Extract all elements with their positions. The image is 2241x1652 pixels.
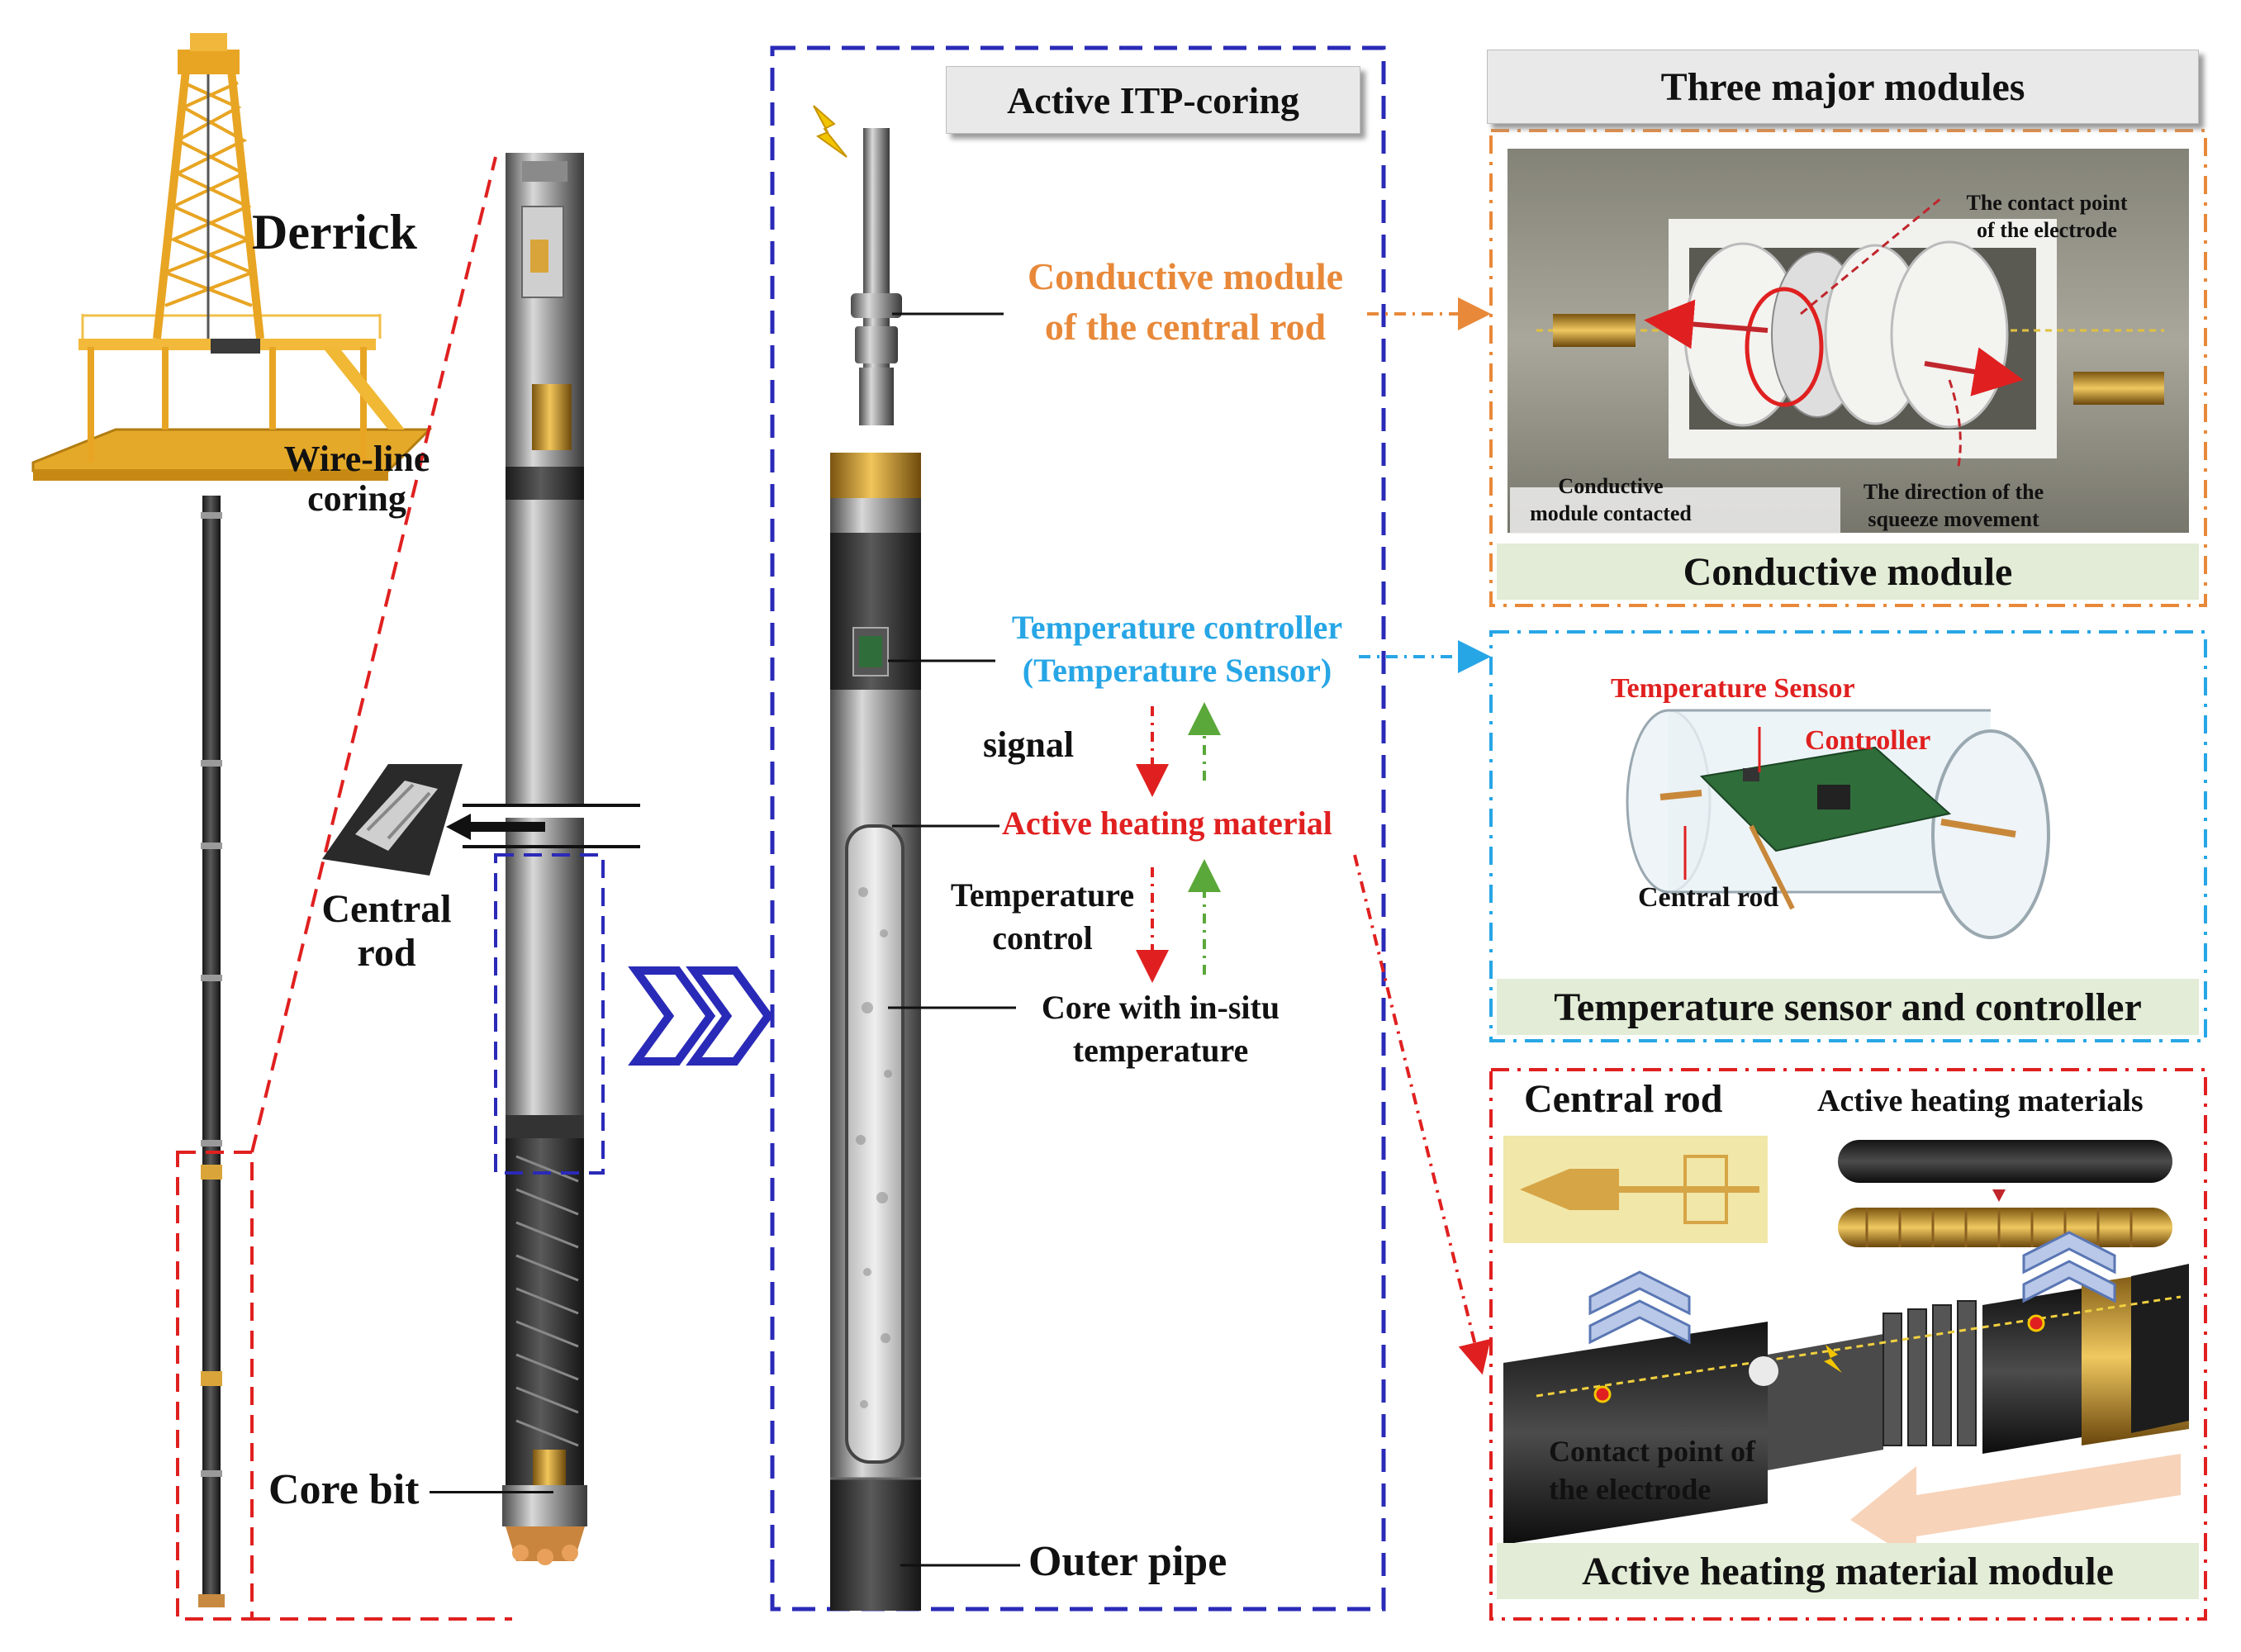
central-rod-label-line-1: Central: [321, 887, 452, 931]
zoomed-coring-tool: [502, 153, 587, 1565]
conductive-contacted-label-line-2: module contacted: [1530, 501, 1692, 525]
connector-heating: [1353, 854, 1491, 1375]
outer-pipe-label: Outer pipe: [1028, 1538, 1227, 1585]
central-rod-label: Central rod: [321, 887, 452, 976]
heating-module-caption: Active heating material module: [1497, 1543, 2199, 1599]
conductive-contacted-label-line-1: Conductive: [1558, 474, 1664, 498]
controller-label: Controller: [1805, 725, 1931, 756]
conductive-module-label: Conductive module of the central rod: [1027, 255, 1344, 348]
conductive-module-caption: Conductive module: [1497, 544, 2199, 600]
signal-label: signal: [983, 724, 1075, 765]
contact-point-label-line-1: The contact point: [1966, 191, 2128, 215]
temperature-controller-label-line-2: (Temperature Sensor): [1022, 652, 1332, 689]
squeeze-direction-label: The direction of the squeeze movement: [1863, 480, 2044, 531]
central-rod-inset: [322, 764, 463, 876]
chevron-right-icon: [628, 966, 774, 1066]
active-itp-title: Active ITP-coring: [946, 66, 1360, 134]
signal-arrows: [1136, 702, 1221, 983]
squeeze-direction-label-line-2: squeeze movement: [1868, 506, 2039, 531]
active-heating-materials-label: Active heating materials: [1817, 1084, 2144, 1118]
squeeze-direction-label-line-1: The direction of the: [1863, 480, 2044, 504]
core-label-line-1: Core with in-situ: [1041, 989, 1280, 1026]
sensor-controller-caption: Temperature sensor and controller: [1497, 979, 2199, 1035]
core-bit-leader: [430, 1491, 553, 1493]
conductive-contacted-label: Conductive module contacted: [1530, 474, 1692, 525]
temperature-control-label-line-2: control: [992, 919, 1093, 957]
contact-point-label-line-2: of the electrode: [1977, 217, 2117, 242]
heating-panel-frame: [1489, 1068, 2207, 1621]
active-heating-material-label: Active heating material: [1002, 805, 1332, 842]
derrick-illustration: [31, 33, 433, 481]
derrick-label: Derrick: [252, 205, 417, 259]
conductive-module-image: [1507, 149, 2189, 534]
wireline-label: Wire-line coring: [284, 439, 430, 520]
core-label-line-2: temperature: [1072, 1032, 1249, 1069]
conductive-module-label-line-1: Conductive module: [1027, 255, 1344, 297]
sensor-panel-frame: [1489, 630, 2207, 1042]
temperature-sensor-label: Temperature Sensor: [1611, 673, 1855, 704]
temperature-controller-label: Temperature controller (Temperature Sens…: [1012, 610, 1342, 689]
zoom-box-tool: [494, 853, 605, 1175]
conductive-panel-frame: [1489, 129, 2207, 607]
active-itp-panel-frame: [770, 45, 1386, 1612]
core-bit-label: Core bit: [268, 1466, 420, 1513]
drill-string: [198, 496, 225, 1607]
temperature-control-label-line-1: Temperature: [950, 876, 1135, 914]
wireline-label-line-1: Wire-line: [283, 439, 430, 479]
temperature-control-label: Temperature control: [951, 877, 1134, 957]
electrode-contact-label-line-1: Contact point of: [1549, 1435, 1755, 1468]
callout-lines: [888, 312, 1020, 1567]
electrode-contact-label: Contact point of the electrode: [1549, 1435, 1755, 1506]
itp-tool-detail: [813, 105, 921, 1611]
conductive-module-label-line-2: of the central rod: [1044, 305, 1327, 348]
sensor-module-image: [1626, 709, 2050, 939]
sensor-central-rod-label: Central rod: [1638, 882, 1779, 913]
pointer-arrow: [446, 804, 640, 848]
wireline-label-line-2: coring: [307, 478, 406, 520]
temperature-controller-label-line-1: Temperature controller: [1011, 609, 1343, 646]
core-label: Core with in-situ temperature: [1042, 990, 1280, 1069]
contact-point-label: The contact point of the electrode: [1966, 191, 2128, 242]
heating-central-rod-label: Central rod: [1524, 1077, 1723, 1121]
electrode-contact-label-line-2: the electrode: [1549, 1472, 1712, 1506]
central-rod-label-line-2: rod: [357, 930, 416, 975]
lightning-icon: [813, 105, 847, 158]
heating-module-images: [1503, 1136, 2189, 1561]
zoom-box-string: [176, 156, 512, 1621]
three-major-modules-title: Three major modules: [1487, 50, 2199, 124]
